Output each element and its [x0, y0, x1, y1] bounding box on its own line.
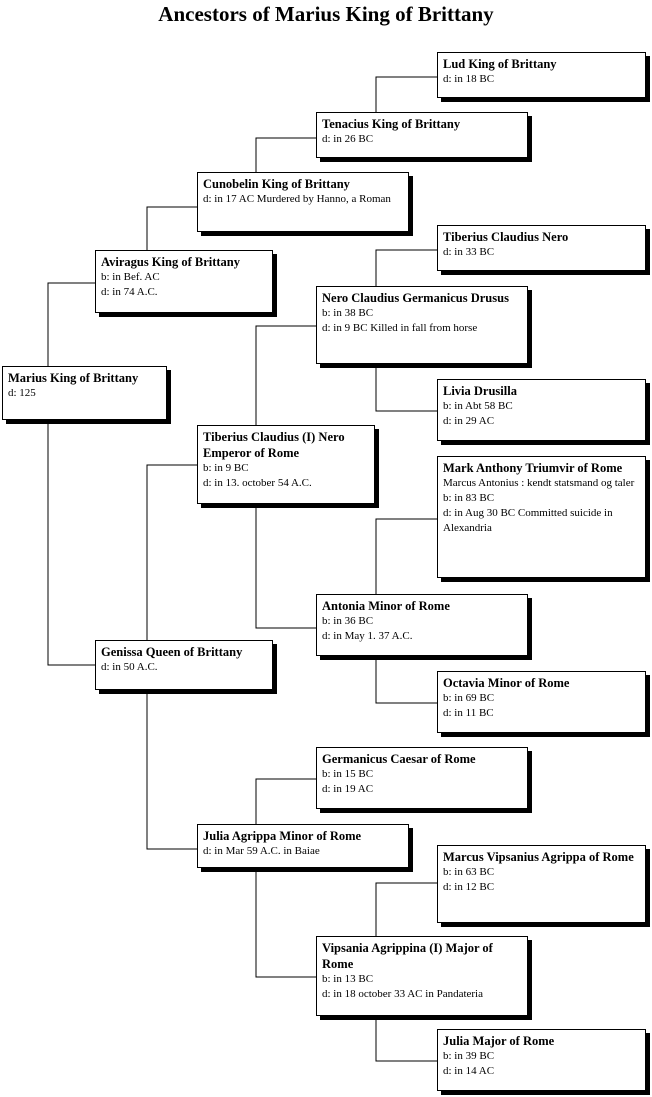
- person-death: d: in 12 BC: [443, 881, 495, 893]
- person-death: d: in 11 BC: [443, 707, 494, 719]
- person-birth: b: in 83 BC: [443, 492, 495, 504]
- person-death: d: in 29 AC: [443, 415, 495, 427]
- person-death: d: in May 1. 37 A.C.: [322, 630, 413, 642]
- person-name: Julia Agrippa Minor of Rome: [203, 829, 362, 843]
- person-box-cunobelin[interactable]: Cunobelin King of Brittany d: in 17 AC M…: [197, 172, 409, 232]
- connector-aviragus-father: [146, 206, 197, 250]
- connector-julia-mother: [255, 868, 316, 978]
- person-birth: b: in 39 BC: [443, 1050, 495, 1062]
- person-death: d: in 17 AC Murdered by Hanno, a Roman: [203, 193, 391, 205]
- person-death: d: in 14 AC: [443, 1065, 495, 1077]
- person-death: d: in 74 A.C.: [101, 286, 158, 298]
- person-death: d: in Mar 59 A.C. in Baiae: [203, 845, 320, 857]
- connector-nero-father: [375, 249, 437, 286]
- connector-genissa-father: [146, 464, 197, 640]
- person-name: Genissa Queen of Brittany: [101, 645, 243, 659]
- person-birth: b: in 38 BC: [322, 307, 374, 319]
- person-box-vipsania[interactable]: Vipsania Agrippina (I) Major of Rome b: …: [316, 936, 528, 1016]
- person-birth: b: in 9 BC: [203, 462, 249, 474]
- connector-tiberius-father: [255, 325, 316, 425]
- person-name: Germanicus Caesar of Rome: [322, 752, 476, 766]
- person-note: Marcus Antonius : kendt statsmand og tal…: [443, 477, 635, 489]
- person-box-marcus-agrippa[interactable]: Marcus Vipsanius Agrippa of Rome b: in 6…: [437, 845, 646, 923]
- person-name: Nero Claudius Germanicus Drusus: [322, 291, 509, 305]
- person-birth: b: in Abt 58 BC: [443, 400, 513, 412]
- person-death: d: in 33 BC: [443, 246, 495, 258]
- person-death: d: in 26 BC: [322, 133, 374, 145]
- person-death: d: in 19 AC: [322, 783, 374, 795]
- person-name: Tenacius King of Brittany: [322, 117, 461, 131]
- person-name: Livia Drusilla: [443, 384, 517, 398]
- connector-antonia-father: [375, 518, 437, 594]
- person-box-germanicus[interactable]: Germanicus Caesar of Rome b: in 15 BC d:…: [316, 747, 528, 809]
- person-death: d: in 18 BC: [443, 73, 495, 85]
- person-name: Aviragus King of Brittany: [101, 255, 241, 269]
- person-birth: b: in 63 BC: [443, 866, 495, 878]
- person-box-marius[interactable]: Marius King of Brittany d: 125: [2, 366, 167, 420]
- person-box-tenacius[interactable]: Tenacius King of Brittany d: in 26 BC: [316, 112, 528, 158]
- person-box-julia-major[interactable]: Julia Major of Rome b: in 39 BC d: in 14…: [437, 1029, 646, 1091]
- connector-genissa-mother: [146, 690, 197, 850]
- connector-vipsania-father: [375, 882, 437, 936]
- person-name: Tiberius Claudius Nero: [443, 230, 569, 244]
- person-name: Cunobelin King of Brittany: [203, 177, 350, 191]
- connector-nero-mother: [375, 364, 437, 412]
- person-death: d: in 9 BC Killed in fall from horse: [322, 322, 478, 334]
- person-box-julia-agrippa[interactable]: Julia Agrippa Minor of Rome d: in Mar 59…: [197, 824, 409, 868]
- person-death: d: 125: [8, 387, 36, 399]
- person-name: Lud King of Brittany: [443, 57, 557, 71]
- person-box-genissa[interactable]: Genissa Queen of Brittany d: in 50 A.C.: [95, 640, 273, 690]
- person-name: Octavia Minor of Rome: [443, 676, 570, 690]
- person-box-mark-anthony[interactable]: Mark Anthony Triumvir of Rome Marcus Ant…: [437, 456, 646, 578]
- page-title: Ancestors of Marius King of Brittany: [158, 2, 494, 26]
- connector-cunobelin-father: [255, 137, 316, 172]
- person-box-tiberius-nero[interactable]: Tiberius Claudius Nero d: in 33 BC: [437, 225, 646, 271]
- person-name: Antonia Minor of Rome: [322, 599, 450, 613]
- person-birth: b: in 15 BC: [322, 768, 374, 780]
- person-box-livia[interactable]: Livia Drusilla b: in Abt 58 BC d: in 29 …: [437, 379, 646, 441]
- person-birth: b: in 36 BC: [322, 615, 374, 627]
- person-box-octavia[interactable]: Octavia Minor of Rome b: in 69 BC d: in …: [437, 671, 646, 733]
- connector-antonia-mother: [375, 656, 437, 704]
- connector-tiberius-mother: [255, 504, 316, 629]
- person-box-aviragus[interactable]: Aviragus King of Brittany b: in Bef. AC …: [95, 250, 273, 313]
- person-name: Vipsania Agrippina (I) Major of Rome: [322, 941, 493, 971]
- person-birth: b: in 69 BC: [443, 692, 495, 704]
- person-death: d: in 18 october 33 AC in Pandateria: [322, 988, 483, 1000]
- person-name: Mark Anthony Triumvir of Rome: [443, 461, 623, 475]
- person-box-tiberius-claudius-i[interactable]: Tiberius Claudius (I) Nero Emperor of Ro…: [197, 425, 375, 504]
- connector-marius-mother: [47, 420, 95, 666]
- person-name: Marcus Vipsanius Agrippa of Rome: [443, 850, 634, 864]
- person-death: d: in Aug 30 BC Committed suicide in Ale…: [443, 507, 613, 534]
- connector-tenacius-father: [375, 76, 437, 112]
- connector-vipsania-mother: [375, 1016, 437, 1062]
- person-name: Marius King of Brittany: [8, 371, 139, 385]
- connector-marius-father: [47, 282, 95, 366]
- person-birth: b: in 13 BC: [322, 973, 374, 985]
- person-box-antonia[interactable]: Antonia Minor of Rome b: in 36 BC d: in …: [316, 594, 528, 656]
- person-name: Tiberius Claudius (I) Nero Emperor of Ro…: [203, 430, 345, 460]
- person-name: Julia Major of Rome: [443, 1034, 555, 1048]
- person-box-nero-drusus[interactable]: Nero Claudius Germanicus Drusus b: in 38…: [316, 286, 528, 364]
- person-box-lud[interactable]: Lud King of Brittany d: in 18 BC: [437, 52, 646, 98]
- person-birth: b: in Bef. AC: [101, 271, 160, 283]
- person-death: d: in 13. october 54 A.C.: [203, 477, 312, 489]
- connector-julia-father: [255, 778, 316, 824]
- person-death: d: in 50 A.C.: [101, 661, 158, 673]
